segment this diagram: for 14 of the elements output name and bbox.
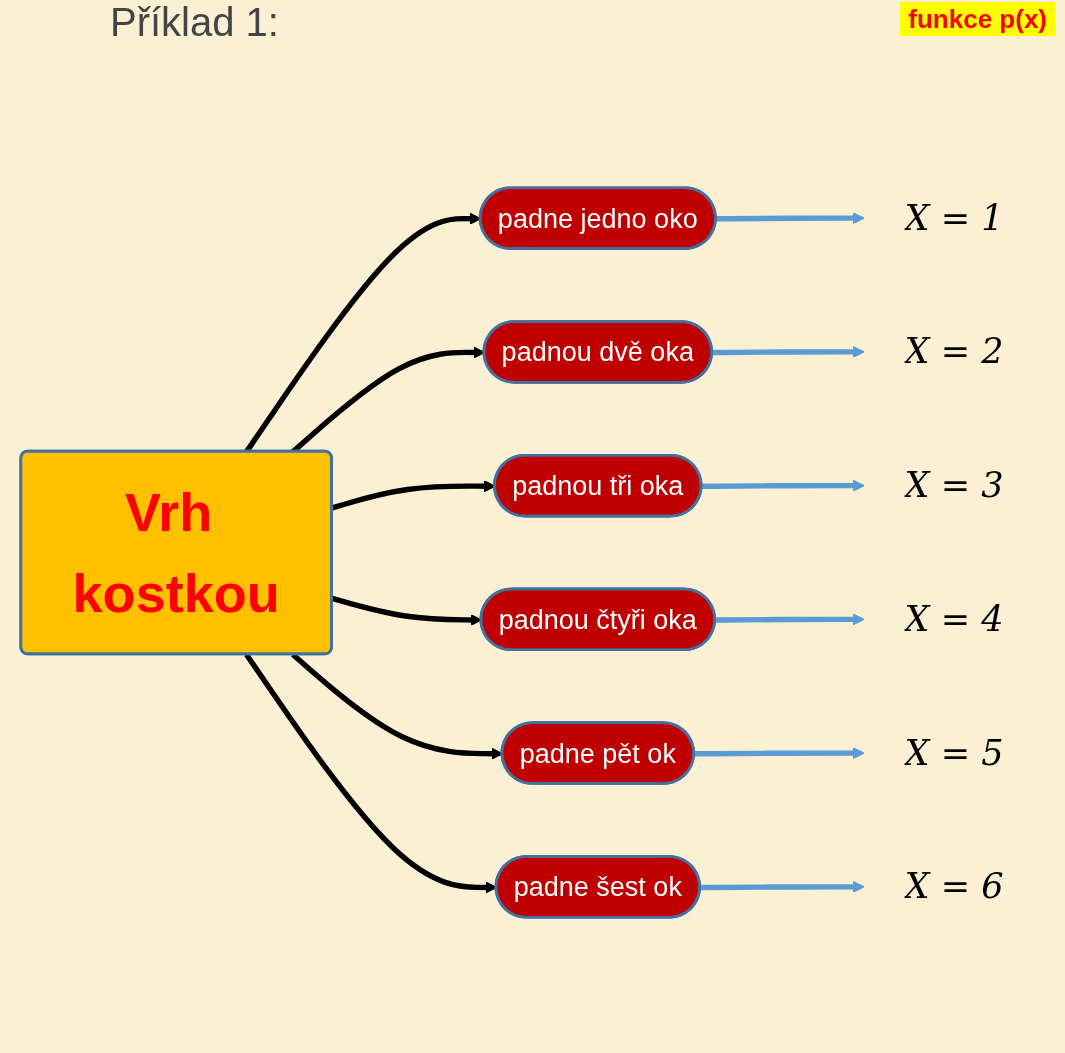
node-text: X = 3 xyxy=(904,464,1004,506)
arrow xyxy=(694,747,865,760)
arrow xyxy=(716,212,865,225)
node-text: X = 4 xyxy=(904,598,1004,639)
arrow xyxy=(712,345,865,358)
node-text: X = 6 xyxy=(904,865,1004,907)
highlighted-note: funkce p(x) xyxy=(900,2,1055,36)
node-text: X = 5 xyxy=(904,732,1004,773)
arrow xyxy=(701,479,865,492)
arrow xyxy=(715,613,865,626)
node-text: X = 2 xyxy=(904,330,1004,372)
node-text: X = 1 xyxy=(904,197,1004,238)
slide-title: Příklad 1: xyxy=(110,0,279,45)
arrow xyxy=(700,880,865,893)
